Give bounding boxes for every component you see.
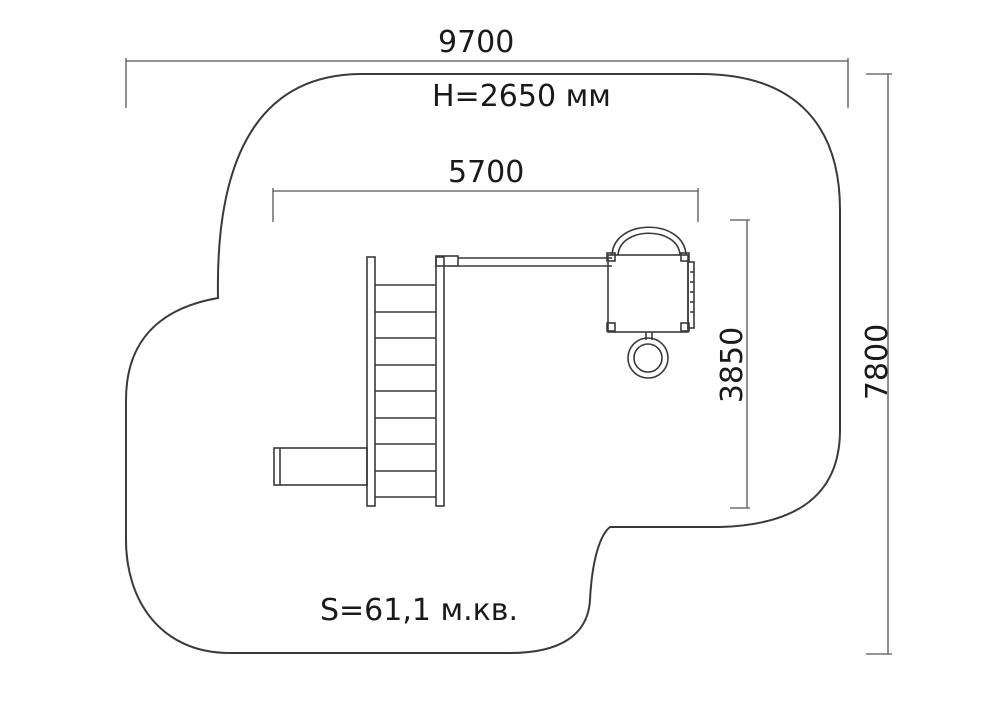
dimension-line-overall-depth (866, 73, 892, 655)
overall-width-label: 9700 (438, 25, 515, 60)
equipment-width-label: 5700 (448, 155, 525, 190)
safety-zone-outline (125, 73, 841, 654)
slide-base (273, 447, 368, 486)
area-label: S=61,1 м.кв. (320, 593, 519, 628)
dimension-line-equipment-width (272, 188, 699, 222)
equipment-depth-label: 3850 (715, 326, 750, 404)
tower-structure (606, 226, 695, 333)
dimension-line-equipment-depth (730, 219, 750, 509)
overall-depth-label: 7800 (860, 323, 895, 401)
height-label: H=2650 мм (432, 79, 611, 114)
dimension-line-overall-width (125, 58, 849, 108)
ring-element (627, 332, 669, 379)
connecting-beam (435, 255, 612, 267)
ladder-frame (366, 256, 445, 507)
